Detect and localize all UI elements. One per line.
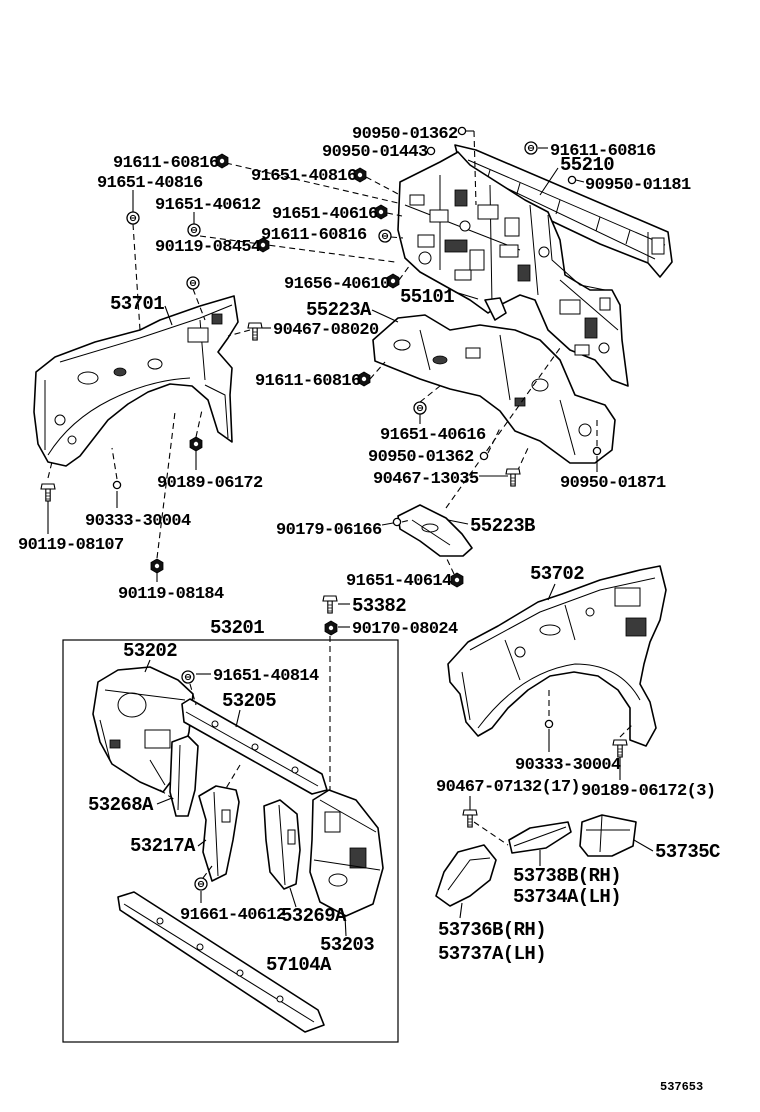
- callout-label: 53205: [222, 690, 276, 712]
- clip-icon: [592, 446, 602, 456]
- clip-icon: [186, 276, 200, 290]
- callout-label: 90333-30004: [85, 512, 191, 531]
- callout-label: 90950-01362: [352, 125, 458, 144]
- part-53735C: [579, 814, 637, 857]
- clip-icon: [457, 126, 467, 136]
- bolt-icon: [322, 595, 338, 614]
- callout-label: 53734A(LH): [513, 886, 621, 908]
- callout-label: 91651-40616: [380, 426, 486, 445]
- callout-label: 55223B: [470, 515, 535, 537]
- callout-label: 91651-40816: [251, 167, 357, 186]
- pad-55223A: [372, 314, 616, 464]
- nut-icon: [450, 572, 464, 588]
- part-53205: [181, 698, 328, 795]
- part-53738B: [508, 821, 572, 854]
- part-53269A: [263, 799, 301, 890]
- callout-label: 90189-06172: [157, 474, 263, 493]
- clip-icon: [413, 401, 427, 415]
- bolt-icon: [40, 483, 56, 502]
- callout-label: 91651-40612: [155, 196, 261, 215]
- clip-icon: [524, 141, 538, 155]
- callout-label: 90189-06172(3): [581, 782, 715, 801]
- clip-icon: [544, 719, 554, 729]
- callout-label: 55101: [400, 286, 454, 308]
- pad-55223B: [397, 504, 473, 557]
- clip-icon: [181, 670, 195, 684]
- callout-label: 53737A(LH): [438, 943, 546, 965]
- callout-label: 53201: [210, 617, 264, 639]
- part-53736B: [435, 844, 497, 907]
- bolt-icon: [505, 468, 521, 487]
- callout-label: 91611-60816: [113, 154, 219, 173]
- nut-icon: [324, 620, 338, 636]
- part-53268A: [169, 735, 199, 817]
- bolt-icon: [612, 739, 628, 758]
- callout-label: 53268A: [88, 794, 154, 816]
- callout-label: 90467-08020: [273, 321, 379, 340]
- callout-label: 53269A: [281, 905, 347, 927]
- callout-label: 91611-60816: [255, 372, 361, 391]
- clip-icon: [567, 175, 577, 185]
- clip-icon: [126, 211, 140, 225]
- callout-label: 90950-01443: [322, 143, 428, 162]
- clip-icon: [194, 877, 208, 891]
- bolt-icon: [462, 809, 478, 828]
- callout-label: 91661-40612: [180, 906, 286, 925]
- callout-label: 90333-30004: [515, 756, 621, 775]
- callout-label: 90119-08184: [118, 585, 224, 604]
- nut-icon: [189, 436, 203, 452]
- nut-icon: [150, 558, 164, 574]
- callout-label: 53217A: [130, 835, 196, 857]
- part-53202: [92, 666, 194, 793]
- callout-label: 53382: [352, 595, 406, 617]
- apron-53702: [447, 565, 667, 747]
- callout-label: 53738B(RH): [513, 865, 621, 887]
- callout-label: 53736B(RH): [438, 919, 546, 941]
- callout-label: 55223A: [306, 299, 372, 321]
- bolt-icon: [247, 322, 263, 341]
- callout-label: 91651-40814: [213, 667, 319, 686]
- callout-label: 53735C: [655, 841, 720, 863]
- panel-55101: [397, 151, 629, 387]
- clip-icon: [378, 229, 392, 243]
- callout-label: 91651-40616: [272, 205, 378, 224]
- callout-label: 90467-07132(17): [436, 778, 580, 797]
- clip-icon: [479, 451, 489, 461]
- part-57104A: [117, 891, 325, 1033]
- callout-label: 91611-60816: [261, 226, 367, 245]
- callout-label: 55210: [560, 154, 614, 176]
- apron-53701: [33, 295, 239, 467]
- part-53217A: [198, 785, 240, 882]
- callout-label: 91656-40610: [284, 275, 390, 294]
- assembly-group-frame: [62, 639, 399, 1043]
- callout-label: 90467-13035: [373, 470, 479, 489]
- callout-label: 90950-01362: [368, 448, 474, 467]
- part-53203: [309, 789, 384, 917]
- callout-label: 53203: [320, 934, 374, 956]
- callout-label: 57104A: [266, 954, 332, 976]
- callout-label: 90179-06166: [276, 521, 382, 540]
- clip-icon: [187, 223, 201, 237]
- callout-label: 90170-08024: [352, 620, 458, 639]
- callout-label: 90950-01871: [560, 474, 666, 493]
- callout-label: 91651-40614: [346, 572, 452, 591]
- callout-label: 90119-08107: [18, 536, 124, 555]
- callout-label: 91651-40816: [97, 174, 203, 193]
- callout-label: 53702: [530, 563, 584, 585]
- callout-label: 53701: [110, 293, 164, 315]
- callout-label: 90119-08454: [155, 238, 261, 257]
- callout-label: 91611-60816: [550, 142, 656, 161]
- clip-icon: [426, 146, 436, 156]
- callout-labels: 90950-01362 90950-01443 91611-60816 9165…: [18, 125, 721, 976]
- callout-label: 90950-01181: [585, 176, 691, 195]
- clip-icon: [112, 480, 122, 490]
- clip-icon: [392, 517, 402, 527]
- assembly-lines: [47, 130, 633, 879]
- callout-label: 53202: [123, 640, 177, 662]
- figure-code: 537653: [660, 1080, 703, 1094]
